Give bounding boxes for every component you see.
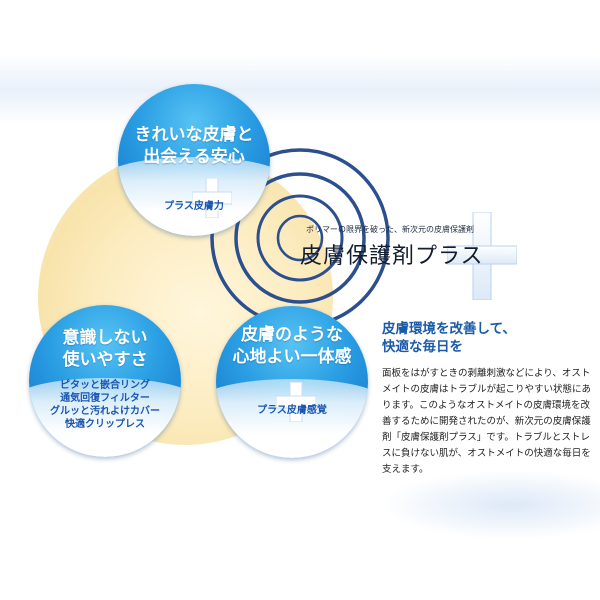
bubble-caption: プラス皮膚感覚 <box>257 405 327 416</box>
description-body: 面板をはがすときの剥離刺激などにより、オストメイトの皮膚はトラブルが起こりやすい… <box>382 368 592 475</box>
feature-item: 快適クリップレス <box>65 419 145 430</box>
headline-tagline: ポリマーの限界を破った、新次元の皮膚保護剤 <box>306 225 474 234</box>
description-heading: 皮膚環境を改善して、 快適な毎日を <box>382 321 516 355</box>
plus-icon <box>447 212 517 300</box>
bubble-caption: プラス皮膚力 <box>164 201 224 212</box>
bubble-title: 皮膚のような 心地よい一体感 <box>232 325 352 367</box>
feature-item: 通気回復フィルター <box>60 393 150 404</box>
feature-item: グルッと汚れよけカバー <box>50 406 160 417</box>
bubble-title: 意識しない 使いやすさ <box>62 328 148 370</box>
plus-icon <box>192 178 232 218</box>
headline-title: 皮膚保護剤プラス <box>300 244 484 269</box>
bubble-skin-reassurance: きれいな皮膚と 出会える安心 プラス皮膚力 <box>118 84 270 236</box>
plus-icon <box>276 382 316 422</box>
bubble-ease-of-use: 意識しない 使いやすさ ピタッと嵌合リング 通気回復フィルター グルッと汚れよけ… <box>29 305 181 457</box>
bubble-skin-fit: 皮膚のような 心地よい一体感 プラス皮膚感覚 <box>216 306 368 458</box>
background-haze-bottom <box>380 470 600 540</box>
feature-list: ピタッと嵌合リング 通気回復フィルター グルッと汚れよけカバー 快適クリップレス <box>29 379 181 431</box>
bubble-title: きれいな皮膚と 出会える安心 <box>134 125 254 167</box>
feature-item: ピタッと嵌合リング <box>60 380 150 391</box>
background-haze-top <box>0 55 600 125</box>
